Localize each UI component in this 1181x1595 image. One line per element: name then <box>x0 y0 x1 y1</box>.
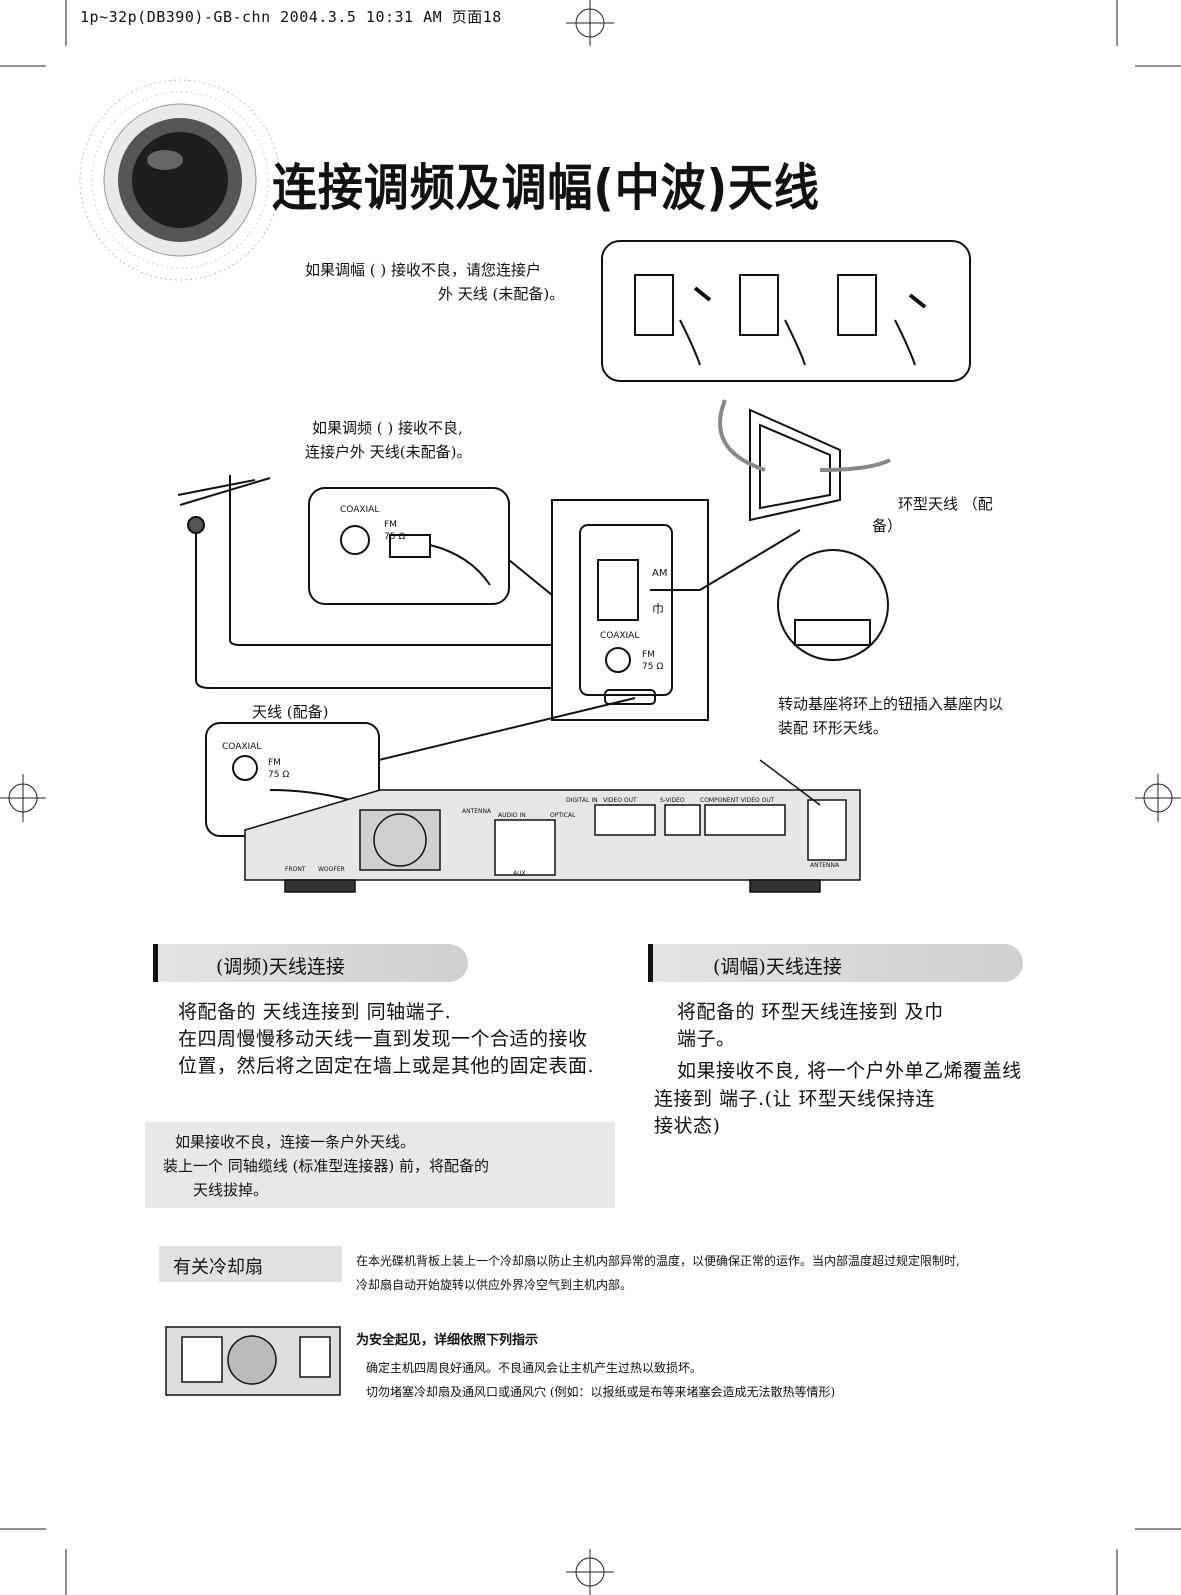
rear-video-out-label: VIDEO OUT <box>603 797 637 804</box>
rear-panel-zoom <box>552 500 800 720</box>
fan-safety-line1: 确定主机四周良好通风。不良通风会让主机产生过热以致损坏。 <box>366 1357 702 1379</box>
am-instruction-line5: 接状态) <box>654 1112 720 1140</box>
rear-audio-in-label: AUDIO IN <box>498 812 526 819</box>
fan-section-label: 有关冷却扇 <box>173 1253 263 1279</box>
am-instruction-line4: 连接到 端子.(让 环型天线保持连 <box>654 1085 935 1113</box>
fm-label: FM <box>384 520 397 530</box>
rear-s-video-label: S-VIDEO <box>660 797 685 804</box>
am-instruction-line1: 将配备的 环型天线连接到 及巾 <box>677 998 944 1026</box>
mount-note-line2: 装配 环形天线。 <box>778 716 888 740</box>
am-reception-note-line2: 外 天线 (未配备)。 <box>438 282 564 306</box>
am-terminal-callout <box>602 241 970 381</box>
am-instruction-line2: 端子。 <box>677 1025 736 1053</box>
fm-instruction-line2: 在四周慢慢移动天线一直到发现一个合适的接收 <box>178 1025 588 1053</box>
coaxial-label: COAXIAL <box>340 505 379 515</box>
fan-safety-line2: 切勿堵塞冷却扇及通风口或通风穴 (例如：以报纸或是布等来堵塞会造成无法散热等情形… <box>366 1381 835 1403</box>
rear-optical-label: OPTICAL <box>550 812 575 819</box>
page-title: 连接调频及调幅(中波)天线 <box>272 148 820 220</box>
tip-line1: 如果接收不良，连接一条户外天线。 <box>175 1130 415 1154</box>
tip-box: 如果接收不良，连接一条户外天线。 装上一个 同轴缆线 (标准型连接器) 前，将配… <box>145 1122 615 1208</box>
fm-section-heading: (调频)天线连接 <box>216 952 345 979</box>
fm-antenna-supplied-label: 天线 (配备) <box>252 700 328 724</box>
rear-panel-antenna-label: ANTENNA <box>810 862 839 869</box>
am-loop-antenna-icon <box>720 400 890 660</box>
print-header: 1p~32p(DB390)-GB-chn 2004.3.5 10:31 AM 页… <box>80 6 502 27</box>
am-section-heading: (调幅)天线连接 <box>713 952 842 979</box>
rear-woofer-label: WOOFER <box>318 866 345 873</box>
am-reception-note-line1: 如果调幅 ( ) 接收不良，请您连接户 <box>305 258 541 282</box>
rear-antenna-label: ANTENNA <box>462 808 491 815</box>
plug-fm-label: FM <box>268 758 281 768</box>
am-terminal-label: AM <box>652 568 667 579</box>
rear-component-label: COMPONENT VIDEO OUT <box>700 797 774 804</box>
fm-section-heading-tab: (调频)天线连接 <box>153 944 468 982</box>
plug-ohm-label: 75 Ω <box>268 770 289 780</box>
panel-ohm-label: 75 Ω <box>642 662 663 672</box>
tip-line3: 天线拔掉。 <box>193 1178 268 1202</box>
rear-aux-label: AUX <box>513 870 526 877</box>
ohm-label: 75 Ω <box>384 532 405 542</box>
loop-antenna-label-line2: 备） <box>872 514 902 538</box>
fm-instruction-line3: 位置，然后将之固定在墙上或是其他的固定表面. <box>178 1052 594 1080</box>
speaker-ornament-icon <box>80 80 280 280</box>
loop-antenna-label-line1: 环型天线 （配 <box>898 492 993 516</box>
fm-reception-note-line2: 连接户外 天线(未配备)。 <box>305 440 471 464</box>
panel-fm-label: FM <box>642 650 655 660</box>
plug-coaxial-label: COAXIAL <box>222 742 261 752</box>
fm-reception-note-line1: 如果调频 ( ) 接收不良, <box>312 416 463 440</box>
fan-panel-thumbnail <box>166 1327 340 1395</box>
ground-terminal-label: 巾 <box>652 600 664 617</box>
rear-front-label: FRONT <box>285 866 306 873</box>
fan-safety-heading: 为安全起见，详细依照下列指示 <box>356 1330 538 1352</box>
am-instruction-line3: 如果接收不良, 将一个户外单乙烯覆盖线 <box>677 1057 1022 1085</box>
fan-section-tab: 有关冷却扇 <box>159 1246 342 1282</box>
fan-desc-line2: 冷却扇自动开始旋转以供应外界冷空气到主机内部。 <box>356 1274 632 1296</box>
am-section-heading-tab: (调幅)天线连接 <box>648 944 1023 982</box>
fan-desc-line1: 在本光碟机背板上装上一个冷却扇以防止主机内部异常的温度，以便确保正常的运作。当内… <box>356 1250 960 1272</box>
panel-coaxial-label: COAXIAL <box>600 631 639 641</box>
mount-note-line1: 转动基座将环上的钮插入基座内以 <box>778 692 1003 716</box>
fm-instruction-line1: 将配备的 天线连接到 同轴端子. <box>178 998 451 1026</box>
rear-digital-in-label: DIGITAL IN <box>566 797 598 804</box>
tip-line2: 装上一个 同轴缆线 (标准型连接器) 前，将配备的 <box>163 1154 489 1178</box>
